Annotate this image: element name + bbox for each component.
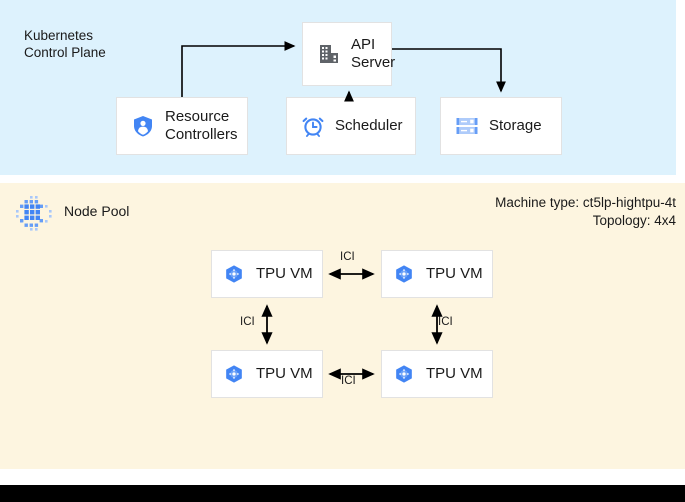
node-tpu-vm-1-label: TPU VM (256, 265, 313, 282)
node-tpu-vm-4-label: TPU VM (426, 365, 483, 382)
node-tpu-vm-2-label: TPU VM (426, 265, 483, 282)
node-tpu-vm-4[interactable]: TPU VM (381, 350, 493, 398)
building-icon (317, 42, 341, 66)
topology-text: Topology: 4x4 (592, 213, 676, 228)
ici-label-bottom: ICI (341, 375, 356, 387)
node-tpu-vm-3-label: TPU VM (256, 365, 313, 382)
alarm-clock-icon (301, 114, 325, 138)
control-plane-title: Kubernetes Control Plane (24, 28, 106, 60)
node-storage-label: Storage (489, 117, 542, 134)
ici-label-top: ICI (340, 251, 355, 263)
node-resource-controllers[interactable]: Resource Controllers (116, 97, 248, 155)
node-pool-panel (0, 183, 685, 469)
shield-user-icon (131, 114, 155, 138)
bottom-bar (0, 485, 685, 502)
node-api-server[interactable]: API Server (302, 22, 396, 86)
ici-label-left: ICI (240, 316, 255, 328)
tpu-hexagon-icon (394, 264, 414, 284)
node-tpu-vm-1[interactable]: TPU VM (211, 250, 323, 298)
node-api-server-label: API Server (351, 36, 396, 71)
tpu-hexagon-icon (224, 364, 244, 384)
node-scheduler-label: Scheduler (335, 117, 403, 134)
node-tpu-vm-2[interactable]: TPU VM (381, 250, 493, 298)
node-pool-dots-icon (14, 194, 52, 232)
node-tpu-vm-3[interactable]: TPU VM (211, 350, 323, 398)
tpu-hexagon-icon (394, 364, 414, 384)
machine-info: Machine type: ct5lp-hightpu-4t Topology:… (495, 194, 676, 230)
node-scheduler[interactable]: Scheduler (286, 97, 416, 155)
ici-label-right: ICI (438, 316, 453, 328)
tpu-hexagon-icon (224, 264, 244, 284)
node-storage[interactable]: Storage (440, 97, 562, 155)
node-resource-controllers-label: Resource Controllers (165, 108, 238, 143)
server-rack-icon (455, 114, 479, 138)
node-pool-title: Node Pool (64, 203, 130, 219)
machine-type-text: Machine type: ct5lp-hightpu-4t (495, 195, 676, 210)
